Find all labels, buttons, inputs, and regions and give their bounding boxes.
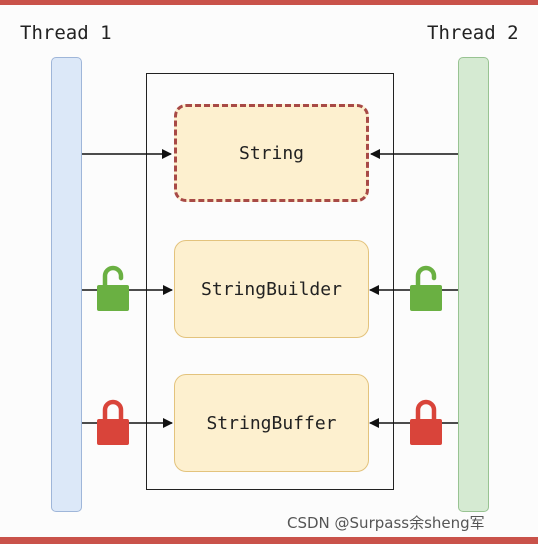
locked-padlock-icon xyxy=(410,399,442,445)
watermark-text: CSDN @Surpass余sheng军 xyxy=(287,514,485,532)
top-accent-bar xyxy=(0,0,538,5)
thread-2-label: Thread 2 xyxy=(427,22,519,44)
stringbuffer-box: StringBuffer xyxy=(174,374,369,472)
stringbuilder-box: StringBuilder xyxy=(174,240,369,338)
locked-padlock-icon xyxy=(97,399,129,445)
thread-1-bar xyxy=(51,57,82,512)
thread-2-bar xyxy=(458,57,489,512)
stringbuilder-label: StringBuilder xyxy=(201,278,342,300)
stringbuffer-label: StringBuffer xyxy=(206,412,337,434)
thread-1-label: Thread 1 xyxy=(20,22,112,44)
unlocked-padlock-icon xyxy=(97,265,129,311)
string-label: String xyxy=(238,142,305,164)
unlocked-padlock-icon xyxy=(410,265,442,311)
bottom-accent-bar xyxy=(0,537,538,544)
string-box: String xyxy=(174,104,369,202)
